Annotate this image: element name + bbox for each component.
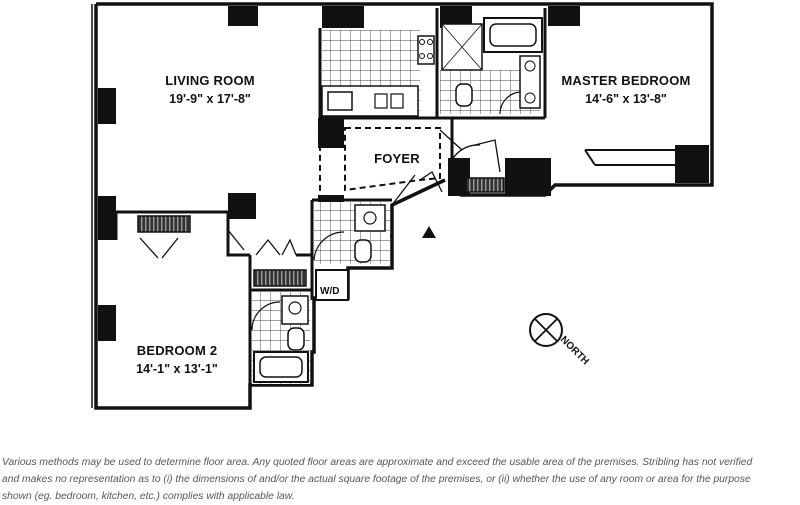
kitchen [321,30,435,117]
disclaimer-line-2: and makes no representation as to (i) th… [2,474,751,485]
living-room-dimensions: 19'-9" x 17'-8" [169,92,251,106]
disclaimer: Various methods may be used to determine… [2,454,798,505]
foyer-outline [319,127,441,195]
bedroom-2-dimensions: 14'-1" x 13'-1" [136,362,218,376]
disclaimer-line-3: shown (eg. bedroom, kitchen, etc.) compl… [2,491,295,502]
second-bathroom [251,292,310,384]
foyer-label: FOYER [374,151,420,166]
entry-marker [422,226,436,238]
master-bathroom [440,17,543,115]
disclaimer-line-1: Various methods may be used to determine… [2,457,753,468]
living-room-label: LIVING ROOM [165,73,255,88]
radiators [137,177,505,287]
structural-columns [98,6,709,341]
washer-dryer-closet [315,269,349,301]
hall-bathroom [313,202,390,264]
wd-label: W/D [320,286,339,297]
doors [139,129,501,259]
compass-cross [534,318,558,342]
master-bedroom-label: MASTER BEDROOM [561,73,690,88]
master-bedroom-dimensions: 14'-6" x 13'-8" [585,92,667,106]
compass-north-label: NORTH [558,334,591,367]
interior-walls [114,8,675,408]
bedroom-2-label: BEDROOM 2 [137,343,218,358]
north-compass: NORTH [529,313,591,367]
